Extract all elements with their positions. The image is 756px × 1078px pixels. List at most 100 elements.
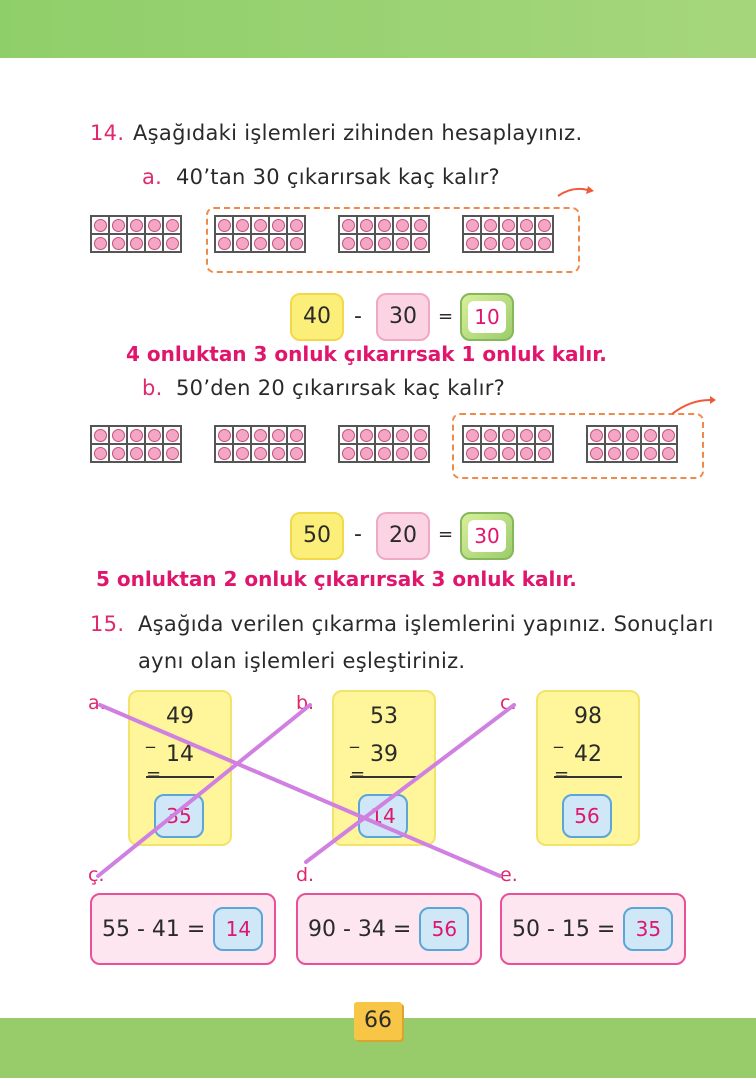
unit-dot (269, 426, 287, 444)
unit-dot (339, 234, 357, 252)
unit-dot (357, 444, 375, 462)
card-a-label: a. (88, 692, 106, 714)
unit-dot (251, 426, 269, 444)
eq-a-right: 30 (389, 304, 417, 329)
unit-dot (623, 444, 641, 462)
tens-rod (90, 425, 182, 463)
card-c-line (554, 776, 622, 778)
unit-dot (91, 234, 109, 252)
unit-dot (463, 426, 481, 444)
unit-dot (393, 426, 411, 444)
unit-dot (517, 234, 535, 252)
unit-dot (499, 426, 517, 444)
unit-dot (411, 426, 429, 444)
unit-dot (463, 444, 481, 462)
unit-dot (587, 426, 605, 444)
card-b-line (350, 776, 418, 778)
match-line-b-c-cedilla (96, 703, 312, 878)
card-c-top: 98 (574, 704, 602, 729)
match-line-c-d (304, 703, 516, 864)
bottom-label-c-cedilla: ç. (88, 864, 105, 886)
unit-dot (659, 426, 677, 444)
unit-dot (145, 216, 163, 234)
unit-dot (145, 444, 163, 462)
tens-rod (338, 215, 430, 253)
unit-dot (127, 234, 145, 252)
unit-dot (251, 444, 269, 462)
unit-dot (535, 234, 553, 252)
unit-dot (127, 426, 145, 444)
eq-b-right: 20 (389, 523, 417, 548)
unit-dot (605, 426, 623, 444)
unit-dot (127, 216, 145, 234)
card-b-equals: = (350, 764, 366, 785)
q14b-question: 50’den 20 çıkarırsak kaç kalır? (176, 376, 506, 400)
bottom-result-d: 56 (419, 907, 470, 951)
question-14-number: 14. (90, 121, 125, 145)
unit-dot (357, 426, 375, 444)
bottom-expr-c-cedilla: 55 - 41 = (102, 916, 206, 942)
unit-dot (411, 444, 429, 462)
eq-b-left: 50 (303, 523, 331, 548)
card-a-top: 49 (166, 704, 194, 729)
unit-dot (517, 444, 535, 462)
card-a-minus: _ (146, 728, 155, 749)
unit-dot (215, 444, 233, 462)
unit-dot (269, 444, 287, 462)
unit-dot (605, 444, 623, 462)
unit-dot (287, 216, 305, 234)
card-b-bottom: 39 (370, 742, 398, 767)
tens-rod (462, 215, 554, 253)
eq-b-result: 30 (468, 520, 506, 552)
unit-dot (481, 444, 499, 462)
eq-a-right-box: 30 (376, 293, 430, 341)
match-line-a-e (98, 703, 502, 878)
unit-dot (109, 426, 127, 444)
arrow-b-curve (671, 399, 711, 415)
unit-dot (375, 216, 393, 234)
card-a-equals: = (146, 764, 162, 785)
card-c-equals: = (554, 764, 570, 785)
bottom-label-e: e. (500, 864, 518, 886)
eq-a-left-box: 40 (290, 293, 344, 341)
arrow-b-head (710, 396, 716, 404)
unit-dot (375, 444, 393, 462)
unit-dot (251, 216, 269, 234)
unit-dot (215, 216, 233, 234)
unit-dot (233, 234, 251, 252)
q14a-question: 40’tan 30 çıkarırsak kaç kalır? (176, 165, 500, 189)
unit-dot (339, 216, 357, 234)
unit-dot (641, 426, 659, 444)
bottom-label-d: d. (296, 864, 315, 886)
unit-dot (641, 444, 659, 462)
eq-a-minus: - (354, 304, 362, 329)
question-14-text: Aşağıdaki işlemleri zihinden hesaplayını… (133, 121, 583, 145)
unit-dot (233, 444, 251, 462)
card-b-minus: _ (350, 728, 359, 749)
unit-dot (109, 234, 127, 252)
unit-dot (587, 444, 605, 462)
unit-dot (517, 216, 535, 234)
unit-dot (91, 216, 109, 234)
unit-dot (481, 216, 499, 234)
unit-dot (233, 216, 251, 234)
unit-dot (233, 426, 251, 444)
unit-dot (163, 426, 181, 444)
unit-dot (145, 234, 163, 252)
unit-dot (287, 426, 305, 444)
eq-a-left: 40 (303, 304, 331, 329)
card-a-bottom: 14 (166, 742, 194, 767)
unit-dot (287, 234, 305, 252)
unit-dot (163, 234, 181, 252)
tens-rod (338, 425, 430, 463)
tens-rod (214, 425, 306, 463)
arrow-a-curve (557, 187, 589, 197)
bottom-expr-d: 90 - 34 = (308, 916, 412, 942)
unit-dot (91, 444, 109, 462)
eq-b-left-box: 50 (290, 512, 344, 560)
card-c-minus: _ (554, 728, 563, 749)
bottom-result-e: 35 (623, 907, 674, 951)
unit-dot (499, 216, 517, 234)
question-15-line2: aynı olan işlemleri eşleştiriniz. (138, 649, 466, 673)
